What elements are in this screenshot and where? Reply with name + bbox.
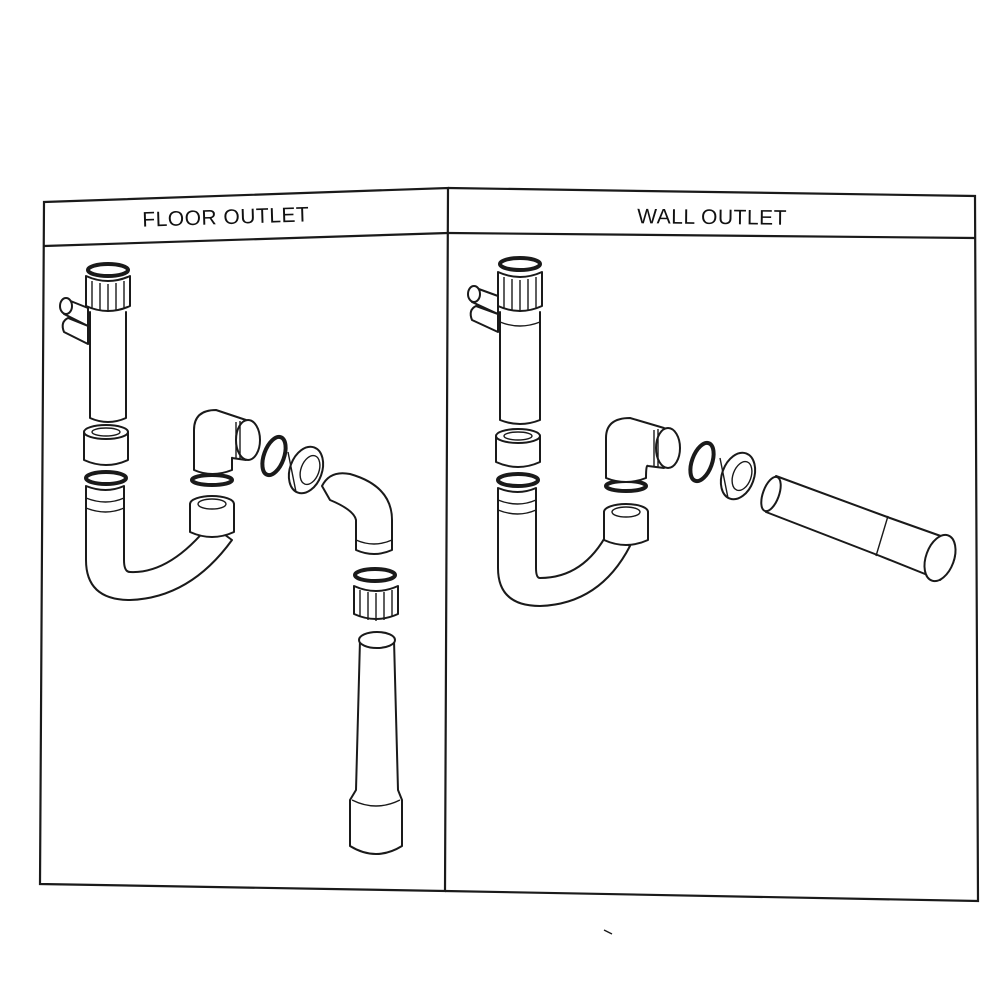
upright-tube [89,311,127,423]
trap-outlet-nut-wall [603,511,649,546]
floor-outlet-assembly [59,262,403,855]
wall-outlet-title: WALL OUTLET [637,205,787,230]
elbow-wall [605,417,665,483]
overflow-connector-wall [467,285,499,333]
wall-outlet-assembly [467,256,957,607]
overflow-connector [59,297,89,345]
seal-ring-2 [260,434,288,478]
trap-body-wall [497,487,631,607]
top-seal-ring-wall [498,256,542,272]
elbow-seal-ring [190,473,234,487]
floor-outlet-title: FLOOR OUTLET [142,203,310,231]
scan-mark [603,929,613,935]
middle-seal-ring [84,470,128,486]
wall-panel-frame [444,186,980,903]
downpipe [349,639,403,855]
elbow-1 [193,409,247,475]
middle-seal-ring-wall [496,472,540,488]
seal-ring-3 [353,567,397,583]
trap-outlet-nut [189,503,235,538]
connector-nut [287,445,325,495]
seal-ring-wall [688,440,716,484]
floor-header-divider [43,231,449,248]
upright-tube-wall [499,311,541,425]
elbow-2 [321,472,393,555]
top-seal-ring [86,262,130,278]
wall-header-divider [447,231,976,240]
panel-frames [38,186,980,903]
connector-nut-wall [719,451,757,501]
